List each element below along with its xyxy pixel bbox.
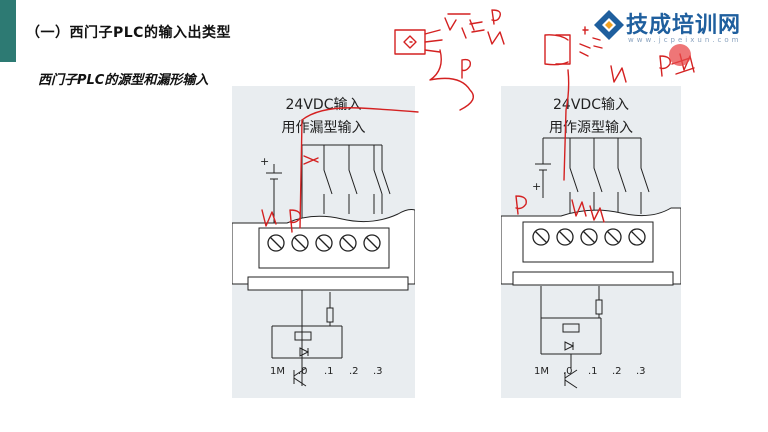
svg-text:+: +: [532, 180, 541, 193]
source-input-panel: 24VDC输入 用作源型输入 + 1M: [501, 86, 681, 398]
source-terminal-2: .2: [612, 366, 622, 377]
source-panel-title-line2: 用作源型输入: [549, 120, 633, 136]
source-terminal-1: .1: [588, 366, 598, 377]
source-terminal-0: .0: [563, 366, 573, 377]
sink-terminal-0: .0: [298, 366, 308, 377]
logo-url: www.jcpeixun.com: [628, 36, 742, 44]
site-logo: 技成培训网 www.jcpeixun.com: [592, 6, 768, 50]
left-accent-bar: [0, 0, 16, 62]
logo-icon: [594, 10, 624, 40]
source-wiring-diagram: +: [501, 137, 681, 389]
sink-terminal-3: .3: [373, 366, 383, 377]
sink-terminal-1m: 1M: [270, 366, 285, 377]
section-subheading: 西门子PLC的源型和漏形输入: [38, 73, 209, 88]
section-heading: （一）西门子PLC的输入出类型: [26, 25, 231, 41]
source-terminal-3: .3: [636, 366, 646, 377]
logo-title: 技成培训网: [626, 13, 742, 38]
source-panel-title-line1: 24VDC输入: [553, 97, 629, 113]
sink-panel-title-line1: 24VDC输入: [285, 97, 362, 113]
svg-text:+: +: [260, 155, 269, 168]
sink-terminal-1: .1: [324, 366, 334, 377]
sink-terminal-2: .2: [349, 366, 359, 377]
sink-input-panel: 24VDC输入 用作漏型输入 +: [232, 86, 415, 398]
sink-wiring-diagram: +: [232, 144, 415, 387]
cursor-highlight-dot: [669, 44, 691, 66]
source-terminal-1m: 1M: [534, 366, 549, 377]
